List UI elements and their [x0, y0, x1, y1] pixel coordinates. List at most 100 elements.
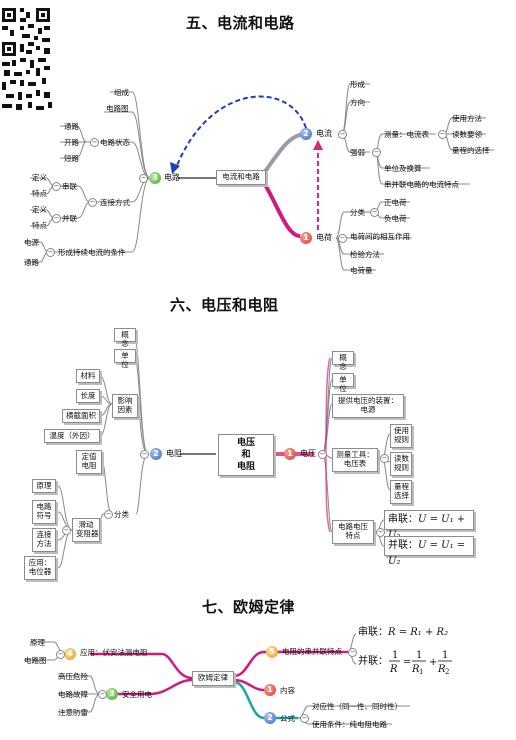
parallel-definition: 定义	[32, 205, 47, 214]
node-resistance: 电阻	[166, 449, 182, 458]
formula-correspondence: 对应性（同一性、同时性）	[312, 702, 402, 711]
safety-high-voltage: 高压危险	[58, 672, 88, 681]
voltage-concept: 概念	[332, 351, 354, 371]
resistance-factors: 影响 因素	[112, 394, 138, 418]
voltmeter-read-rule: 读数 规则	[390, 452, 412, 476]
ammeter-item: 读数要领	[452, 130, 482, 139]
safety-circuit-fault: 电路故障	[58, 690, 88, 699]
collapse-icon[interactable]: −	[52, 182, 61, 191]
collapse-icon[interactable]: −	[90, 138, 99, 147]
app-principle: 原理	[30, 638, 45, 647]
svg-text:R: R	[389, 664, 398, 675]
number-badge-3: 3	[149, 172, 161, 184]
series-connection: 串联	[62, 182, 77, 191]
rheostat: 滑动 变阻器	[72, 518, 100, 542]
number-badge-5: 5	[266, 646, 278, 658]
charge-interaction: 电荷间的相互作用	[350, 232, 410, 241]
collapse-icon[interactable]: −	[338, 234, 347, 243]
section-title-6: 六、电压和电阻	[170, 296, 279, 314]
voltmeter-tool: 测量工具： 电压表	[332, 448, 378, 472]
center-topic-5: 电流和电路	[216, 170, 266, 185]
application-voltammetry: 应用：伏安法测电阻	[80, 648, 148, 657]
number-badge-3: 3	[106, 688, 118, 700]
ammeter-item: 使用方法	[452, 114, 482, 123]
resistance-classification: 分类	[114, 510, 129, 519]
current-characteristics: 串并联电路的电流特点	[384, 180, 459, 189]
svg-text:1: 1	[392, 650, 398, 661]
connection-method: 连接方式	[100, 198, 130, 207]
series-resistance-formula: 串联：R = R₁ + R₂	[358, 627, 449, 638]
node-voltage: 电压	[300, 449, 316, 458]
series-feature: 特点	[32, 189, 47, 198]
condition-power: 电源	[24, 238, 39, 247]
svg-text:2: 2	[445, 668, 449, 676]
ohm-law-formula: 公式	[280, 714, 295, 723]
current-formation: 形成	[350, 80, 365, 89]
continuous-current-condition: 形成持续电流的条件	[58, 248, 126, 257]
svg-text:1: 1	[416, 650, 422, 661]
state-item: 通路	[64, 122, 79, 131]
current-direction: 方向	[350, 98, 365, 107]
factor-cross-section: 横截面积	[62, 409, 100, 423]
collapse-icon[interactable]: −	[52, 214, 61, 223]
collapse-icon[interactable]: −	[380, 454, 389, 463]
charge-category: 分类	[350, 208, 365, 217]
collapse-icon[interactable]: −	[56, 650, 65, 659]
series-voltage-formula: 串联：U = U₁ + U₂	[384, 510, 474, 541]
circuit-composition: 组成	[114, 88, 129, 97]
collapse-icon[interactable]: −	[46, 248, 55, 257]
ohm-law-content: 内容	[280, 686, 295, 695]
collapse-icon[interactable]: −	[88, 198, 97, 207]
number-badge-1: 1	[300, 232, 312, 244]
svg-text:R: R	[411, 664, 420, 675]
formula-condition: 使用条件：纯电阻电路	[312, 720, 387, 729]
factor-length: 长度	[76, 389, 100, 403]
current-unit: 单位及换算	[384, 164, 422, 173]
section-title-5: 五、电流和电路	[186, 14, 295, 32]
collapse-icon[interactable]: −	[139, 174, 148, 183]
negative-charge: 负电荷	[384, 214, 407, 223]
collapse-icon[interactable]: −	[104, 510, 113, 519]
number-badge-2: 2	[150, 448, 162, 460]
collapse-icon[interactable]: −	[318, 450, 327, 459]
collapse-icon[interactable]: −	[300, 714, 309, 723]
center-topic-6: 电压 和 电阻	[218, 434, 274, 476]
number-badge-4: 4	[64, 648, 76, 660]
current-strength: 强弱	[350, 148, 365, 157]
collapse-icon[interactable]: −	[140, 450, 149, 459]
collapse-icon[interactable]: −	[370, 208, 379, 217]
fixed-resistor: 定值 电阻	[76, 450, 102, 474]
resistance-concept: 概念	[114, 328, 136, 348]
svg-text:1: 1	[419, 668, 423, 676]
node-charge: 电荷	[316, 233, 332, 242]
collapse-icon[interactable]: −	[98, 690, 107, 699]
voltage-source: 提供电压的装置： 电源	[332, 394, 404, 418]
section-title-7: 七、欧姆定律	[202, 598, 296, 616]
collapse-icon[interactable]: −	[438, 130, 447, 139]
factor-temperature: 温度（外因）	[44, 429, 100, 443]
rheostat-connection: 连接 方法	[32, 528, 56, 552]
collapse-icon[interactable]: −	[338, 130, 347, 139]
number-badge-1: 1	[284, 448, 296, 460]
collapse-icon[interactable]: −	[348, 648, 357, 657]
number-badge-1: 1	[264, 684, 276, 696]
resistance-series-parallel: 电阻的串并联特点	[282, 647, 342, 656]
state-item: 短路	[64, 154, 79, 163]
qr-code	[0, 2, 54, 114]
number-badge-2: 2	[300, 128, 312, 140]
collapse-icon[interactable]: −	[62, 526, 71, 535]
node-current: 电流	[316, 129, 332, 138]
parallel-feature: 特点	[32, 221, 47, 230]
collapse-icon[interactable]: −	[372, 148, 381, 157]
charge-detection: 检验方法	[350, 250, 380, 259]
circuit-state: 电路状态	[100, 138, 130, 147]
rheostat-application: 应用： 电位器	[24, 556, 56, 580]
state-item: 开路	[64, 138, 79, 147]
parallel-connection: 并联	[62, 214, 77, 223]
collapse-icon[interactable]: −	[376, 528, 385, 537]
voltage-unit: 单位	[332, 373, 354, 393]
parallel-voltage-formula: 并联：U = U₁ = U₂	[384, 536, 474, 567]
rheostat-symbol: 电路 符号	[32, 500, 56, 524]
